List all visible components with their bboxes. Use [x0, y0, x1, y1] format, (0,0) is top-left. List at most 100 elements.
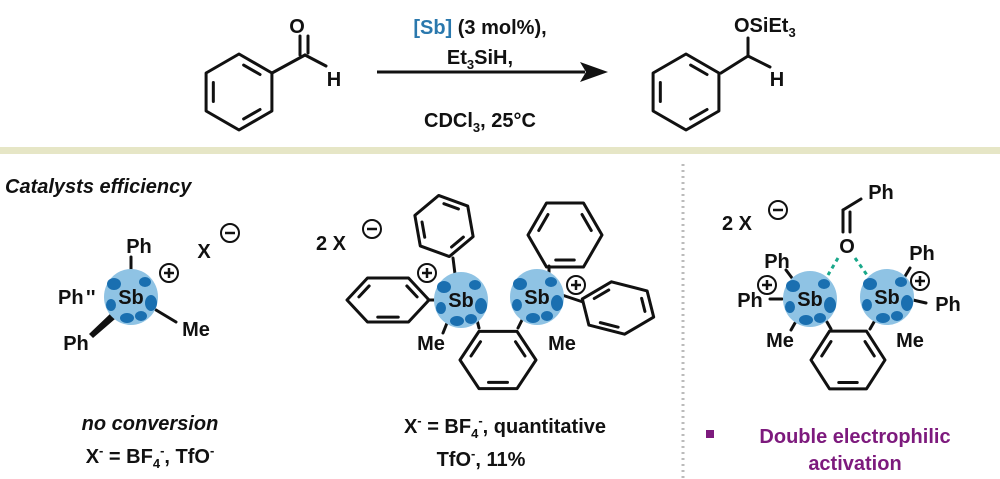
ring-outline: [204, 52, 274, 132]
section-title: Catalysts efficiency: [5, 176, 192, 198]
catalyst-bis-stibonium: Sb Sb Me Me 2 X X- = BF4-, quantitative …: [316, 219, 606, 471]
t: 4: [471, 426, 479, 441]
sphere-spot: [436, 302, 446, 314]
sphere-spot: [469, 280, 481, 290]
hash-bond: '': [86, 287, 96, 309]
double-bond: [405, 284, 419, 299]
anion-label: 2 X: [316, 233, 347, 255]
sb-sphere: [860, 269, 914, 325]
double-activation-model: Sb Sb O Ph Ph Ph Ph Ph Me Me 2 X Double …: [706, 182, 961, 475]
methyl-label: Me: [182, 319, 210, 341]
plus-charge-icon: [757, 275, 777, 295]
sphere-spot: [551, 295, 563, 311]
sphere-spot: [465, 314, 477, 324]
benzene-ring: [204, 52, 274, 132]
phenyl-label: Ph: [737, 290, 763, 312]
t: -: [99, 443, 103, 458]
minus-charge-icon: [768, 200, 788, 220]
sphere-spot: [818, 279, 830, 289]
sphere-spot: [526, 313, 540, 323]
t: -: [471, 446, 475, 461]
catalyst-loading: (3 mol%),: [452, 17, 546, 39]
double-bond: [863, 340, 876, 358]
sphere-spot: [541, 311, 553, 321]
separator: [0, 147, 1000, 154]
t: -: [210, 443, 214, 458]
ring-outline: [809, 329, 887, 391]
result-text: no conversion: [82, 413, 219, 435]
silyl-ether-subscript: 3: [788, 25, 795, 40]
sphere-spot: [814, 313, 826, 323]
sphere-spot: [785, 301, 795, 313]
interaction-dashed-bond: [853, 257, 869, 276]
hydrogen-label: H: [770, 69, 784, 91]
bond: [560, 293, 585, 304]
silyl-ether-label: OSiEt3: [734, 15, 796, 40]
methyl-label: Me: [417, 333, 445, 355]
product: OSiEt3 H: [719, 15, 796, 91]
sphere-spot: [106, 299, 116, 311]
methyl-label: Me: [766, 330, 794, 352]
sphere-spot: [437, 281, 451, 293]
oxygen-label: O: [289, 16, 305, 38]
t: X: [404, 416, 418, 438]
sphere-spot: [450, 316, 464, 326]
sphere-spot: [863, 278, 877, 290]
sb-label: Sb: [524, 287, 550, 309]
sb-sphere: [434, 272, 488, 328]
bond: [516, 318, 524, 330]
t: X: [86, 446, 100, 468]
bullet-icon: [706, 430, 714, 438]
double-bond: [242, 107, 262, 121]
t: 4: [153, 456, 161, 471]
phenyl-label: Ph: [935, 294, 961, 316]
double-bond: [357, 284, 371, 299]
anion-label: X: [197, 241, 211, 263]
triflate-caption: TfO-, 11%: [437, 446, 526, 471]
t: -: [417, 413, 421, 428]
sphere-spot: [120, 313, 134, 323]
sb-label: Sb: [448, 290, 474, 312]
wedge-bond: [89, 313, 115, 338]
sphere-spot: [545, 277, 557, 287]
solvent-text: CDCl: [424, 110, 473, 132]
catalyst-conditions: [Sb] (3 mol%),: [413, 17, 546, 39]
ring-outline: [458, 329, 538, 391]
phenyl-label: Ph: [909, 243, 935, 265]
ring-outline: [651, 52, 721, 132]
t: , quantitative: [483, 416, 606, 438]
sphere-spot: [901, 295, 913, 311]
hydrogen-label: H: [327, 69, 341, 91]
double-bond: [420, 220, 427, 239]
sb-label: Sb: [118, 287, 144, 309]
double-bond: [580, 213, 593, 233]
plus-charge-icon: [159, 263, 179, 283]
oxygen-label: O: [839, 236, 855, 258]
activation-note-line1: Double electrophilic: [759, 426, 950, 448]
double-bond: [513, 340, 527, 358]
ring-outline: [413, 193, 475, 259]
t: -: [160, 443, 164, 458]
bond: [841, 197, 863, 212]
phenyl-label: Ph: [126, 236, 152, 258]
minus-charge-icon: [220, 223, 240, 243]
double-bond: [592, 288, 611, 301]
double-bond: [640, 296, 647, 313]
reaction-arrow: [377, 62, 608, 82]
activation-note-line2: activation: [808, 453, 901, 475]
bond: [868, 320, 876, 331]
bond: [825, 320, 833, 331]
arrow-head-icon: [580, 62, 608, 82]
anion-label: 2 X: [722, 213, 753, 235]
plus-charge-icon: [417, 263, 437, 283]
sphere-spot: [786, 280, 800, 292]
sphere-spot: [107, 278, 121, 290]
ring-outline: [345, 276, 431, 324]
ring-outline: [526, 201, 604, 269]
benzene-ring: [526, 201, 604, 269]
benzaldehyde: O H: [270, 16, 341, 91]
double-bond: [689, 107, 709, 121]
sphere-spot: [824, 297, 836, 313]
phenyl-label: Ph: [58, 287, 84, 309]
